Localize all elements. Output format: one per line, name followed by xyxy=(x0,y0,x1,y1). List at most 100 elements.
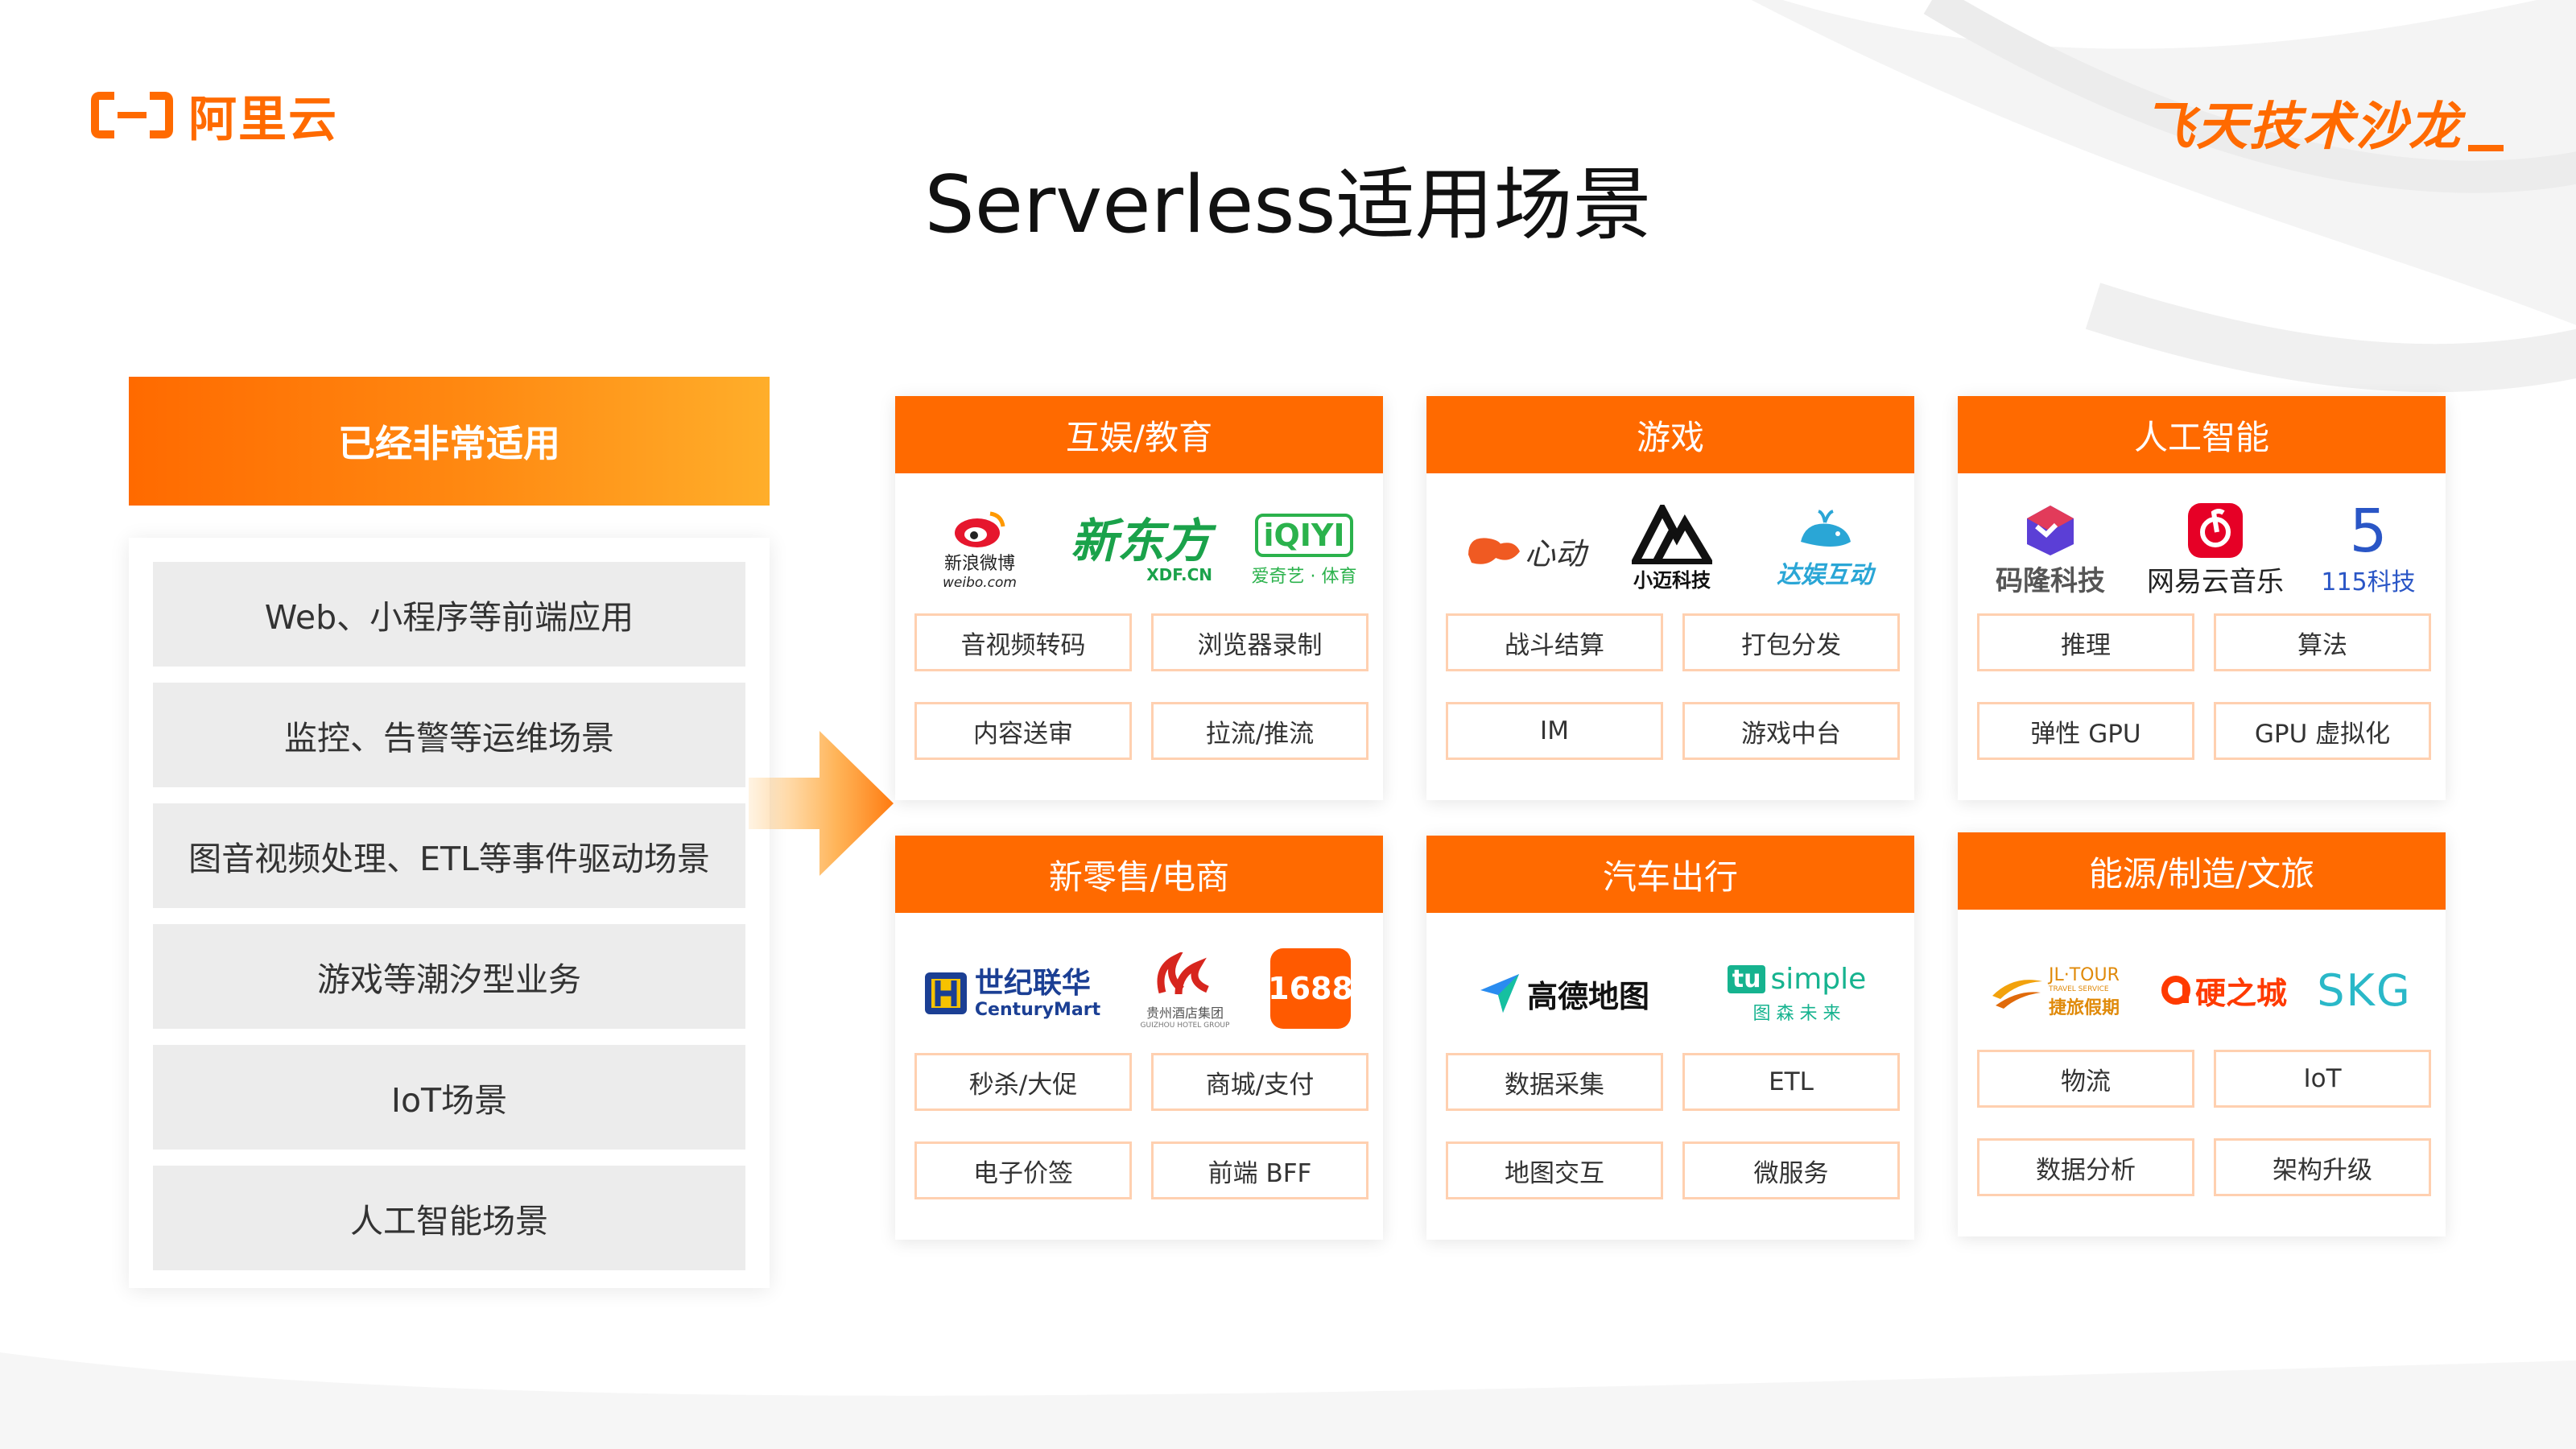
card-title: 能源/制造/文旅 xyxy=(1958,832,2446,910)
card-title: 互娱/教育 xyxy=(895,396,1383,473)
scenario-tag: 音视频转码 xyxy=(914,613,1132,671)
logo-subtext: 图 森 未 来 xyxy=(1752,1003,1841,1024)
customer-logos: 新浪微博 weibo.com 新东方 XDF.CN iQIYI 爱奇艺 · 体育 xyxy=(895,473,1383,626)
scenario-tag: 拉流/推流 xyxy=(1151,702,1368,760)
customer-logos: 世纪联华 CenturyMart 贵州酒店集团 GUIZHOU HOTEL GR… xyxy=(895,913,1383,1066)
logo-text: tu xyxy=(1727,964,1766,993)
customer-logos: JL·TOUR TRAVEL SERVICE 捷旅假期 硬之城 SKG xyxy=(1958,910,2446,1063)
logo-text: simple xyxy=(1770,962,1867,996)
scenario-card-gaming: 游戏 心动 小迈科技 达娱互动 战斗结算 打包分发 IM 游戏中台 xyxy=(1426,396,1914,800)
list-item: 图音视频处理、ETL等事件驱动场景 xyxy=(153,803,745,908)
guizhou-hotel-logo: 贵州酒店集团 GUIZHOU HOTEL GROUP xyxy=(1129,940,1241,1042)
jltour-swoosh-icon xyxy=(1992,980,2042,1009)
weibo-logo: 新浪微博 weibo.com xyxy=(919,502,1040,599)
malong-cube-icon xyxy=(2027,505,2074,555)
logo-subtext: weibo.com xyxy=(943,575,1017,591)
scenario-tag: 算法 xyxy=(2214,613,2431,671)
customer-logos: 高德地图 tu simple 图 森 未 来 xyxy=(1426,913,1914,1066)
centurymart-text: 世纪联华 CenturyMart xyxy=(974,966,1101,1020)
scenario-tag: 内容送审 xyxy=(914,702,1132,760)
logo-text: 新浪微博 xyxy=(943,554,1015,574)
logo-text: 心动 xyxy=(1524,535,1586,572)
logo-subtext: 捷旅假期 xyxy=(2048,997,2120,1018)
card-title: 汽车出行 xyxy=(1426,836,1914,913)
aliyun-wordmark: 阿里云 xyxy=(188,91,338,148)
logo-text: 世纪联华 xyxy=(974,966,1091,1000)
card-title: 人工智能 xyxy=(1958,396,2446,473)
page-title: Serverless适用场景 xyxy=(924,159,1652,251)
tusimple-logo: tu simple 图 森 未 来 xyxy=(1716,953,1877,1034)
amap-arrow-icon xyxy=(1480,974,1519,1013)
list-item: 监控、告警等运维场景 xyxy=(153,683,745,787)
feitian-salon-logo: 飞天技术沙龙 xyxy=(2143,85,2504,159)
logo-subtext: CenturyMart xyxy=(974,999,1101,1020)
card-title: 新零售/电商 xyxy=(895,836,1383,913)
scenario-card-retail-ecommerce: 新零售/电商 世纪联华 CenturyMart 贵州酒店集团 GUIZHOU H… xyxy=(895,836,1383,1240)
logo-subtext: 115科技 xyxy=(2321,568,2416,597)
dayu-logo: 达娱互动 xyxy=(1757,497,1893,602)
scenario-tag: IoT xyxy=(2214,1050,2431,1108)
scenario-tag: IM xyxy=(1446,702,1663,760)
malong-logo: 码隆科技 xyxy=(1974,497,2127,602)
logo-text: 贵州酒店集团 xyxy=(1146,1005,1224,1021)
aliyun-bracket-icon xyxy=(91,92,173,138)
feitian-salon-wordmark: 飞天技术沙龙 xyxy=(2143,97,2462,157)
amap-logo: 高德地图 xyxy=(1467,961,1660,1026)
skg-logo: SKG xyxy=(2304,958,2425,1022)
logo-text: 1688 xyxy=(1268,971,1353,1006)
customer-logos: 心动 小迈科技 达娱互动 xyxy=(1426,473,1914,626)
customer-logos: 码隆科技 网易云音乐 5 115科技 xyxy=(1958,473,2446,626)
scenario-tag: 秒杀/大促 xyxy=(914,1053,1132,1111)
xd-swirl-icon xyxy=(1468,538,1520,564)
logo-text: 高德地图 xyxy=(1526,978,1649,1014)
logo-text: 新东方 xyxy=(1070,514,1211,568)
logo-text: 5 xyxy=(2349,497,2388,566)
guizhou-hotel-icon xyxy=(1157,952,1209,995)
scenario-tag: 商城/支付 xyxy=(1151,1053,1368,1111)
logo-text: 硬之城 xyxy=(2194,975,2287,1011)
scenario-card-energy-manufacturing-tourism: 能源/制造/文旅 JL·TOUR TRAVEL SERVICE 捷旅假期 硬之城… xyxy=(1958,832,2446,1236)
yingzhicheng-a-icon xyxy=(2161,976,2190,1005)
netease-music-icon xyxy=(2188,502,2243,558)
logo-subtext: 爱奇艺 · 体育 xyxy=(1251,567,1357,587)
centurymart-h-icon xyxy=(924,972,967,1014)
scenario-tag: ETL xyxy=(1682,1053,1900,1111)
logo-subtext: XDF.CN xyxy=(1146,565,1212,584)
scenario-tag: 弹性 GPU xyxy=(1977,702,2194,760)
yingzhicheng-logo: 硬之城 xyxy=(2151,958,2296,1022)
scenario-tag: 前端 BFF xyxy=(1151,1141,1368,1199)
scenario-tag: 游戏中台 xyxy=(1682,702,1900,760)
salon-underscore xyxy=(2468,145,2504,151)
centurymart-logo: 世纪联华 CenturyMart xyxy=(911,953,1113,1034)
list-item: 人工智能场景 xyxy=(153,1166,745,1270)
logo-text: iQIYI xyxy=(1255,514,1353,557)
list-item: IoT场景 xyxy=(153,1045,745,1150)
scenario-tag: 推理 xyxy=(1977,613,2194,671)
aliyun-logo: 阿里云 xyxy=(90,87,338,148)
scenario-tag: 打包分发 xyxy=(1682,613,1900,671)
scenario-tag: 地图交互 xyxy=(1446,1141,1663,1199)
card-title: 游戏 xyxy=(1426,396,1914,473)
115-logo: 5 115科技 xyxy=(2304,493,2433,605)
suitable-heading: 已经非常适用 xyxy=(129,377,770,506)
scenario-tag: 数据分析 xyxy=(1977,1138,2194,1196)
list-item: Web、小程序等前端应用 xyxy=(153,562,745,667)
xdf-logo: 新东方 XDF.CN xyxy=(1056,510,1225,591)
ximai-logo: 小迈科技 xyxy=(1620,496,1724,601)
jltour-text: JL·TOUR TRAVEL SERVICE 捷旅假期 xyxy=(2049,965,2120,1019)
ximai-mountain-icon xyxy=(1632,504,1712,564)
scenario-tag: 架构升级 xyxy=(2214,1138,2431,1196)
logo-text: SKG xyxy=(2317,964,2412,1016)
scenario-tag: 战斗结算 xyxy=(1446,613,1663,671)
scenario-tag: 数据采集 xyxy=(1446,1053,1663,1111)
scenario-tag: GPU 虚拟化 xyxy=(2214,702,2431,760)
scenario-tag: 浏览器录制 xyxy=(1151,613,1368,671)
weibo-eye-icon xyxy=(955,511,1005,547)
scenario-card-ai: 人工智能 码隆科技 网易云音乐 5 115科技 推理 算法 弹性 GPU GPU… xyxy=(1958,396,2446,800)
logo-subtext: GUIZHOU HOTEL GROUP xyxy=(1140,1022,1230,1030)
logo-text: 码隆科技 xyxy=(1996,564,2105,597)
scenario-tag: 物流 xyxy=(1977,1050,2194,1108)
netease-music-logo: 网易云音乐 xyxy=(2135,497,2296,602)
jltour-logo: JL·TOUR TRAVEL SERVICE 捷旅假期 xyxy=(1974,952,2135,1032)
